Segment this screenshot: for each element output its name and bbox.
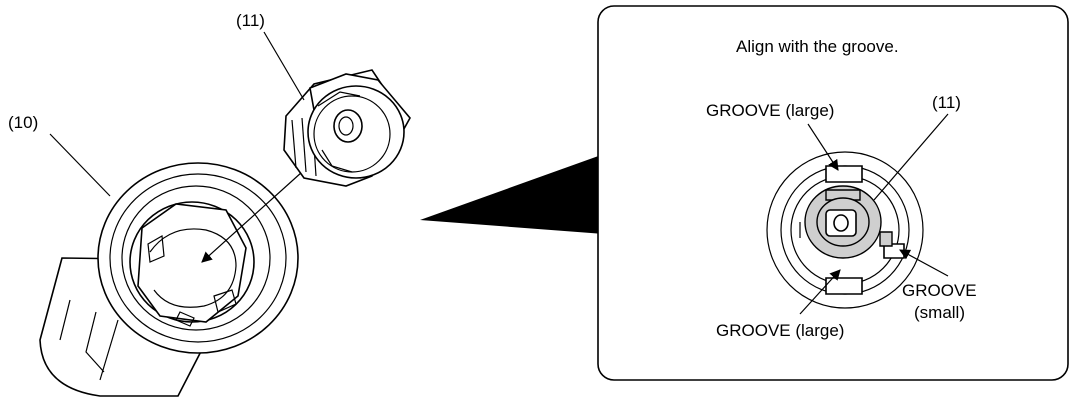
callout-instruction: Align with the groove. (736, 37, 899, 56)
arrow-groove-small (899, 249, 949, 277)
label-part-10: (10) (8, 113, 38, 132)
label-part-11: (11) (236, 11, 265, 30)
leader-line-part-10 (49, 133, 111, 197)
callout-pointer (420, 154, 604, 234)
leader-part-11-detail (873, 113, 949, 201)
label-groove-small-line1: GROOVE (902, 281, 977, 300)
label-groove-large-top: GROOVE (large) (706, 101, 834, 120)
insertion-arrow (201, 171, 303, 263)
part-10-holder (39, 162, 299, 397)
part-11-nozzle (283, 69, 411, 187)
label-groove-large-bottom: GROOVE (large) (716, 321, 844, 340)
arrow-groove-large-top (807, 123, 839, 171)
arrow-groove-large-bottom (799, 269, 841, 315)
label-groove-small-line2: (small) (914, 303, 965, 322)
label-part-11-detail: (11) (932, 93, 961, 112)
leader-line-part-11 (263, 31, 305, 101)
